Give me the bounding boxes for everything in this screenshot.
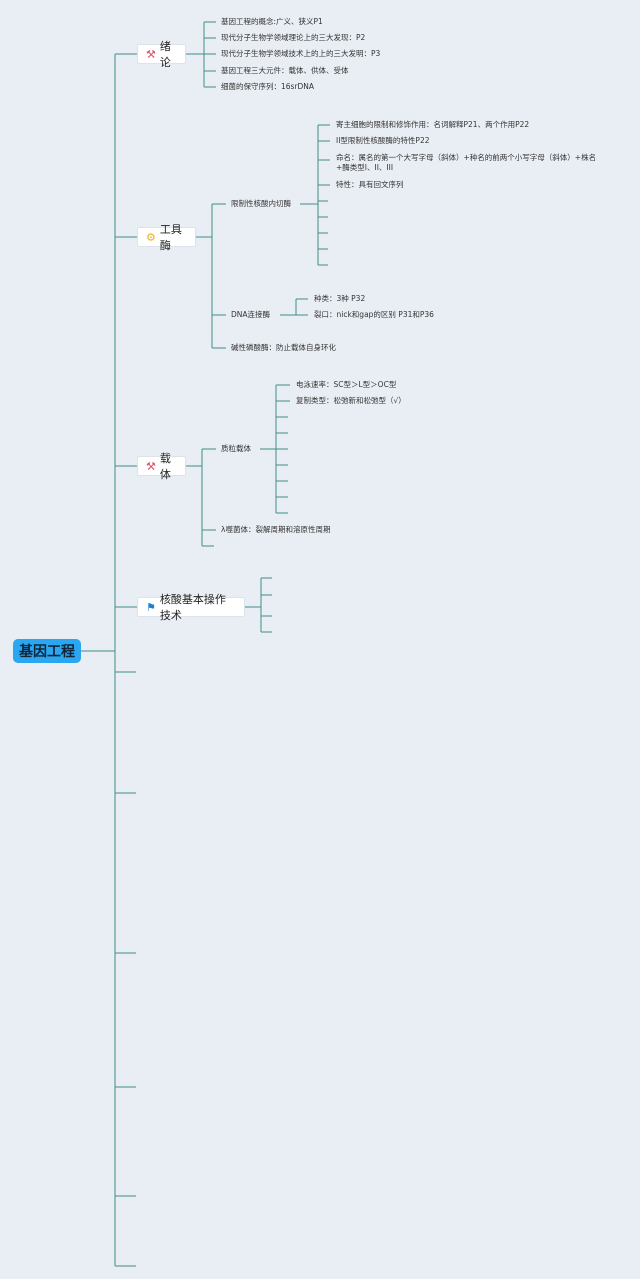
restriction-enzyme[interactable]: 限制性核酸内切酶 xyxy=(231,199,291,208)
intro-item-5[interactable]: 细菌的保守序列：16srDNA xyxy=(221,82,315,91)
intro-item-2[interactable]: 现代分子生物学领域理论上的三大发现：P2 xyxy=(221,33,366,42)
alkaline-phosphatase[interactable]: 碱性磷酸酶：防止载体自身环化 xyxy=(231,343,336,352)
restriction-item-2[interactable]: II型限制性核酸酶的特性P22 xyxy=(336,136,430,145)
ligase-item-1[interactable]: 种类：3种 P32 xyxy=(314,294,366,303)
plasmid-vector[interactable]: 质粒载体 xyxy=(221,444,251,453)
topic-intro[interactable]: ⚒ 绪论 xyxy=(137,40,186,69)
plasmid-item-1[interactable]: 电泳速率：SC型＞L型＞OC型 xyxy=(296,380,397,389)
phage-vector[interactable]: λ噬菌体：裂解周期和溶原性周期 xyxy=(221,525,331,534)
plasmid-item-2[interactable]: 复制类型：松弛新和松弛型（√） xyxy=(296,396,406,405)
topic-nucleic-acid[interactable]: ⚑ 核酸基本操作技术 xyxy=(137,593,245,622)
ligase-item-2[interactable]: 裂口：nick和gap的区别 P31和P36 xyxy=(314,310,434,319)
topic-intro-label: 绪论 xyxy=(159,40,171,69)
intro-item-3[interactable]: 现代分子生物学领域技术上的上的三大发明：P3 xyxy=(221,49,381,58)
topic-vector[interactable]: ⚒ 载体 xyxy=(137,452,186,481)
topic-nucleic-acid-label: 核酸基本操作技术 xyxy=(159,593,226,622)
gear-icon: ⚙ xyxy=(146,230,156,244)
topic-vector-label: 载体 xyxy=(159,452,171,481)
intro-item-4[interactable]: 基因工程三大元件：载体、供体、受体 xyxy=(221,66,349,75)
flag-icon: ⚑ xyxy=(146,600,156,614)
topic-enzymes[interactable]: ⚙ 工具酶 xyxy=(137,223,196,252)
topic-enzymes-label: 工具酶 xyxy=(159,223,182,252)
root-label: 基因工程 xyxy=(19,644,75,660)
tools-icon: ⚒ xyxy=(146,459,156,473)
restriction-item-3[interactable]: 命名：属名的第一个大写字母（斜体）+种名的前两个小写字母（斜体）+株名+酶类型I… xyxy=(336,153,597,172)
intro-item-1[interactable]: 基因工程的概念:广义、狭义P1 xyxy=(221,17,323,26)
tools-icon: ⚒ xyxy=(146,47,156,61)
dna-ligase[interactable]: DNA连接酶 xyxy=(231,310,271,319)
restriction-item-1[interactable]: 寄主细胞的限制和修饰作用：名词解释P21、两个作用P22 xyxy=(336,120,530,129)
root-node[interactable]: 基因工程 xyxy=(13,639,81,663)
restriction-item-4[interactable]: 特性：具有回文序列 xyxy=(336,180,404,189)
